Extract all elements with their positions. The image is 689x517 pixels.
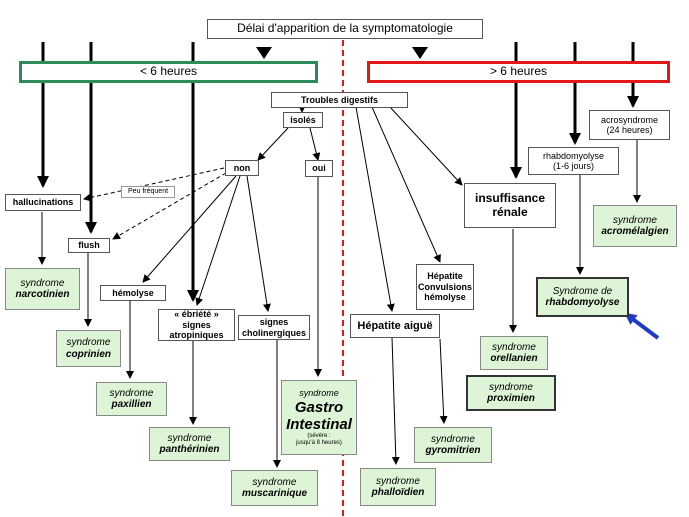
rhabdomyolyse-syn-line-2: rhabdomyolyse bbox=[545, 297, 620, 308]
syndrome-gastro-intestinal: syndrome Gastro Intestinal (sévère : jus… bbox=[281, 380, 357, 455]
oui-label: oui bbox=[312, 163, 326, 174]
node-cholinergiques: signes cholinergiques bbox=[238, 315, 310, 340]
ebriete-line-2: signes bbox=[182, 319, 211, 330]
node-isoles: isolés bbox=[283, 112, 323, 128]
hepatite-conv-line-2: Convulsions bbox=[417, 281, 472, 292]
node-rhabdomyolyse: rhabdomyolyse (1-6 jours) bbox=[528, 147, 619, 175]
ebriete-line-1: « ébriété » bbox=[174, 309, 219, 320]
syndrome-proximien: syndrome proximien bbox=[466, 375, 556, 411]
syndrome-rhabdomyolyse: Syndrome de rhabdomyolyse bbox=[536, 277, 629, 317]
insuffisance-line-2: rénale bbox=[492, 204, 528, 219]
narcotinien-line-2: narcotinien bbox=[15, 289, 70, 300]
paxillien-line-2: paxillien bbox=[111, 399, 152, 410]
node-ebriete: « ébriété » signes atropiniques bbox=[158, 309, 235, 341]
syndrome-coprinien: syndrome coprinien bbox=[56, 330, 121, 367]
paxillien-line-1: syndrome bbox=[109, 387, 154, 399]
syndrome-paxillien: syndrome paxillien bbox=[96, 382, 167, 416]
hepatite-aigue-label: Hépatite aiguë bbox=[357, 319, 433, 332]
troubles-digestifs-label: Troubles digestifs bbox=[300, 94, 378, 105]
node-oui: oui bbox=[305, 160, 333, 177]
proximien-line-2: proximien bbox=[487, 393, 535, 404]
rhabdo-line-1: rhabdomyolyse bbox=[542, 150, 605, 161]
narcotinien-line-1: syndrome bbox=[20, 277, 65, 289]
cholinergiques-line-1: signes bbox=[259, 317, 289, 328]
node-hallucinations: hallucinations bbox=[5, 194, 81, 211]
hallucinations-label: hallucinations bbox=[12, 197, 74, 208]
category-less-6h-label: < 6 heures bbox=[139, 64, 198, 79]
acromelalgien-line-2: acromélalgien bbox=[601, 226, 669, 237]
gastro-line-1: syndrome bbox=[299, 388, 339, 399]
proximien-line-1: syndrome bbox=[489, 381, 533, 393]
ebriete-line-3: atropiniques bbox=[169, 330, 224, 341]
diagram-title: Délai d'apparition de la symptomatologie bbox=[207, 19, 483, 39]
node-insuffisance-renale: insuffisance rénale bbox=[464, 183, 556, 228]
syndrome-orellanien: syndrome orellanien bbox=[480, 336, 548, 370]
cholinergiques-line-2: cholinergiques bbox=[241, 327, 306, 338]
muscarinique-line-2: muscarinique bbox=[241, 488, 308, 499]
node-flush: flush bbox=[68, 238, 110, 253]
gastro-line-3: Intestinal bbox=[286, 415, 352, 433]
node-hemolyse: hémolyse bbox=[100, 285, 166, 301]
rhabdo-line-2: (1-6 jours) bbox=[552, 161, 594, 171]
gyromitrien-line-2: gyromitrien bbox=[425, 445, 481, 456]
orellanien-line-2: orellanien bbox=[490, 353, 538, 364]
syndrome-narcotinien: syndrome narcotinien bbox=[5, 268, 80, 310]
gastro-line-4: (sévère : bbox=[307, 433, 331, 440]
node-hepatite-convulsions: Hépatite Convulsions hémolyse bbox=[416, 264, 474, 310]
acromelalgien-line-1: syndrome bbox=[613, 214, 657, 226]
node-acrosyndrome: acrosyndrome (24 heures) bbox=[589, 110, 670, 140]
node-non: non bbox=[225, 160, 259, 176]
hepatite-conv-line-3: hémolyse bbox=[424, 292, 466, 303]
pantherinien-line-2: panthérinien bbox=[159, 444, 220, 455]
flush-label: flush bbox=[78, 240, 100, 251]
hepatite-conv-line-1: Hépatite bbox=[427, 271, 463, 282]
coprinien-line-1: syndrome bbox=[66, 337, 111, 348]
acro-line-1: acrosyndrome bbox=[600, 114, 659, 125]
category-more-6h-label: > 6 heures bbox=[489, 64, 548, 79]
gastro-line-2: Gastro bbox=[294, 398, 344, 416]
isoles-label: isolés bbox=[290, 114, 316, 125]
pantherinien-line-1: syndrome bbox=[167, 432, 212, 444]
peu-frequent-label: Peu fréquent bbox=[127, 187, 169, 195]
rhabdomyolyse-syn-line-1: Syndrome de bbox=[552, 285, 613, 297]
syndrome-gyromitrien: syndrome gyromitrien bbox=[414, 427, 492, 463]
syndrome-pantherinien: syndrome panthérinien bbox=[149, 427, 230, 461]
syndrome-phalloidien: syndrome phalloïdien bbox=[360, 468, 436, 506]
node-hepatite-aigue: Hépatite aiguë bbox=[350, 314, 440, 338]
node-troubles-digestifs: Troubles digestifs bbox=[271, 92, 408, 108]
category-more-6h: > 6 heures bbox=[367, 61, 670, 83]
syndrome-muscarinique: syndrome muscarinique bbox=[231, 470, 318, 506]
muscarinique-line-1: syndrome bbox=[252, 476, 297, 488]
phalloidien-line-2: phalloïdien bbox=[371, 487, 425, 498]
category-less-6h: < 6 heures bbox=[19, 61, 318, 83]
non-label: non bbox=[233, 162, 251, 173]
acro-line-2: (24 heures) bbox=[606, 125, 653, 135]
title-text: Délai d'apparition de la symptomatologie bbox=[237, 21, 453, 36]
coprinien-line-2: coprinien bbox=[65, 348, 111, 360]
insuffisance-line-1: insuffisance bbox=[474, 190, 546, 205]
hemolyse-label: hémolyse bbox=[112, 287, 154, 298]
gyromitrien-line-1: syndrome bbox=[431, 433, 475, 445]
syndrome-acromelalgien: syndrome acromélalgien bbox=[593, 205, 677, 247]
blue-arrow-icon bbox=[624, 312, 660, 340]
note-peu-frequent: Peu fréquent bbox=[121, 186, 175, 198]
phalloidien-line-1: syndrome bbox=[376, 475, 420, 487]
gastro-line-5: jusqu'à 8 heures) bbox=[296, 439, 342, 446]
orellanien-line-1: syndrome bbox=[492, 341, 536, 353]
